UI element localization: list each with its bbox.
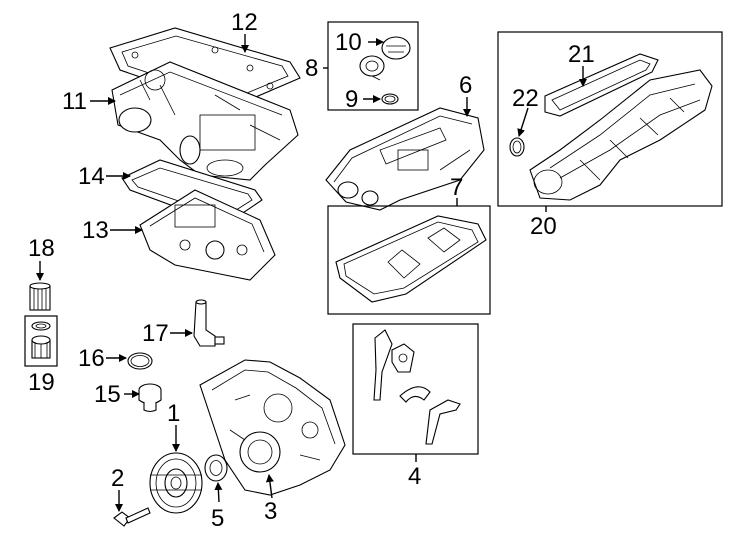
oil-pan-gasket-upper: [109, 27, 301, 109]
callout-7: 7: [450, 174, 463, 201]
leader-lines: [36, 34, 587, 512]
oil-pan-lower: [139, 189, 276, 281]
o-ring: [127, 352, 153, 370]
callout-2: 2: [111, 465, 124, 492]
oil-filler-cap-kit: [327, 21, 419, 111]
timing-chain-guide-kit: [352, 323, 479, 455]
callout-1: 1: [167, 400, 180, 427]
callout-15: 15: [94, 381, 121, 408]
callout-21: 21: [568, 41, 595, 68]
crankshaft-pulley: [149, 452, 203, 514]
callout-13: 13: [82, 217, 109, 244]
callout-17: 17: [142, 320, 169, 347]
callout-18: 18: [28, 235, 55, 262]
crankshaft-seal: [204, 454, 228, 482]
callout-5: 5: [211, 505, 224, 532]
plug: [138, 383, 162, 413]
valve-cover-gasket: [327, 205, 491, 315]
intake-manifold-kit: [497, 31, 723, 207]
callout-labels: 1 2 3 4 5 6 7 8 9 10 11 12 13 14 15 16 1…: [28, 9, 595, 532]
callout-14: 14: [78, 163, 105, 190]
callout-19: 19: [28, 369, 55, 396]
callout-9: 9: [345, 86, 358, 113]
oil-level-sensor: [193, 299, 225, 347]
callout-22: 22: [512, 85, 539, 112]
callout-6: 6: [459, 72, 472, 99]
valve-cover: [325, 107, 485, 211]
callout-11: 11: [62, 88, 87, 115]
timing-cover: [199, 359, 346, 496]
callout-4: 4: [408, 463, 421, 490]
oil-filter-cap-kit: [24, 315, 58, 367]
callout-3: 3: [264, 498, 277, 525]
oil-pan-upper: [111, 61, 299, 181]
callout-16: 16: [78, 345, 105, 372]
callout-12: 12: [231, 9, 258, 36]
oil-filter: [29, 282, 51, 311]
callout-10: 10: [335, 29, 362, 56]
pulley-bolt: [113, 507, 151, 527]
callout-8: 8: [305, 55, 318, 82]
callout-20: 20: [530, 213, 557, 240]
